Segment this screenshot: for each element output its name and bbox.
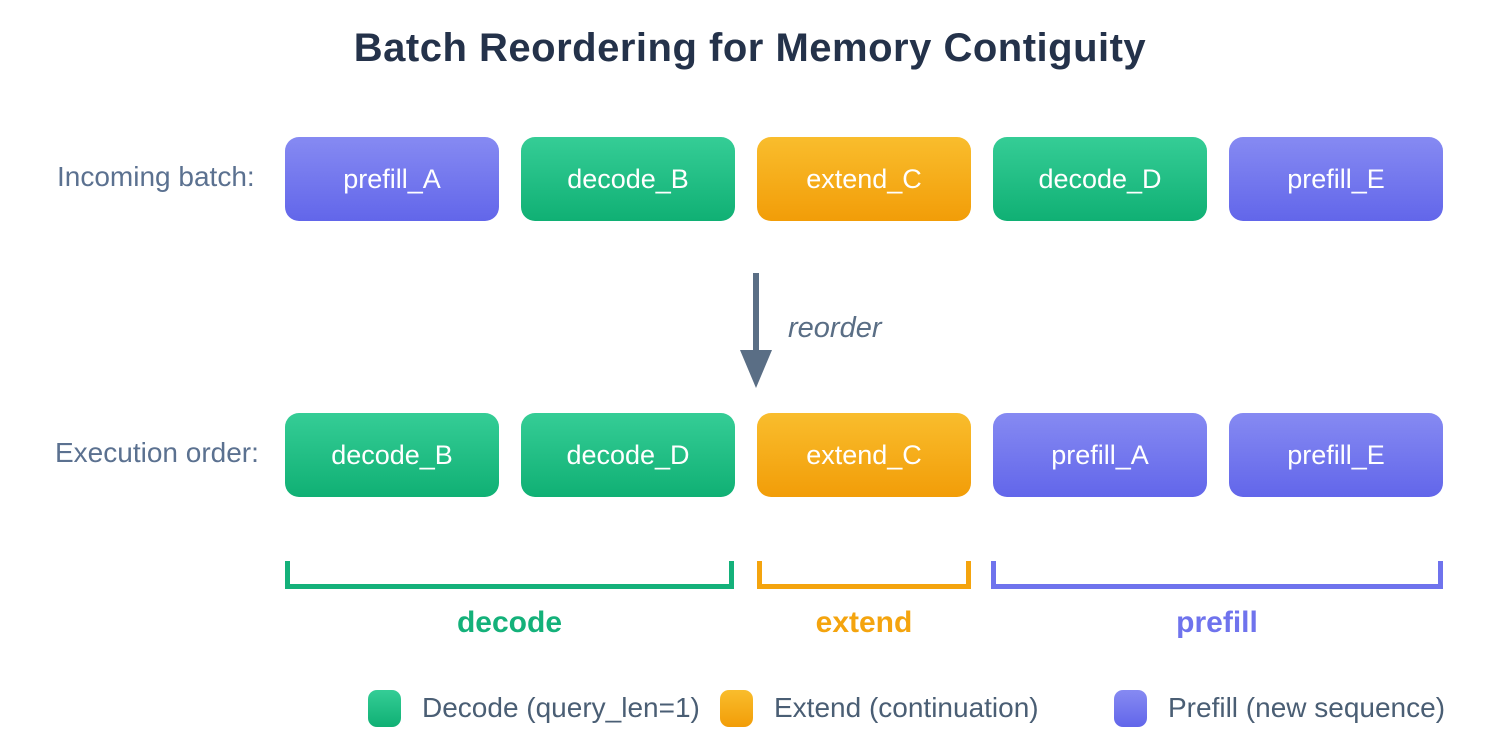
prefill-group-label: prefill: [1176, 606, 1258, 639]
prefill-group-bracket: [991, 561, 1443, 589]
extend-swatch-icon: [720, 689, 753, 727]
prefill-swatch-icon: [1114, 689, 1147, 727]
decode-swatch-icon: [368, 689, 401, 727]
box-incoming-extend-c: extend_C: [757, 137, 971, 221]
legend-item-extend: Extend (continuation): [720, 689, 1039, 727]
box-execution-decode-b: decode_B: [285, 413, 499, 497]
legend-item-decode: Decode (query_len=1): [368, 689, 700, 727]
box-execution-prefill-e: prefill_E: [1229, 413, 1443, 497]
box-incoming-decode-b: decode_B: [521, 137, 735, 221]
execution-order-label: Execution order:: [55, 437, 259, 468]
legend-label-decode: Decode (query_len=1): [422, 692, 700, 723]
page-title: Batch Reordering for Memory Contiguity: [353, 26, 1147, 70]
box-incoming-prefill-a: prefill_A: [285, 137, 499, 221]
decode-group-bracket: [285, 561, 734, 589]
reorder-label: reorder: [788, 312, 882, 344]
decode-group-label: decode: [456, 606, 563, 639]
down-arrow-icon: [740, 273, 772, 388]
box-execution-decode-d: decode_D: [521, 413, 735, 497]
incoming-batch-label: Incoming batch:: [57, 161, 255, 192]
extend-group-label: extend: [815, 606, 913, 639]
box-incoming-decode-d: decode_D: [993, 137, 1207, 221]
box-execution-prefill-a: prefill_A: [993, 413, 1207, 497]
box-incoming-prefill-e: prefill_E: [1229, 137, 1443, 221]
extend-group-bracket: [757, 561, 971, 589]
legend-label-extend: Extend (continuation): [774, 692, 1039, 723]
box-execution-extend-c: extend_C: [757, 413, 971, 497]
legend-item-prefill: Prefill (new sequence): [1114, 689, 1445, 727]
legend-label-prefill: Prefill (new sequence): [1168, 692, 1446, 723]
